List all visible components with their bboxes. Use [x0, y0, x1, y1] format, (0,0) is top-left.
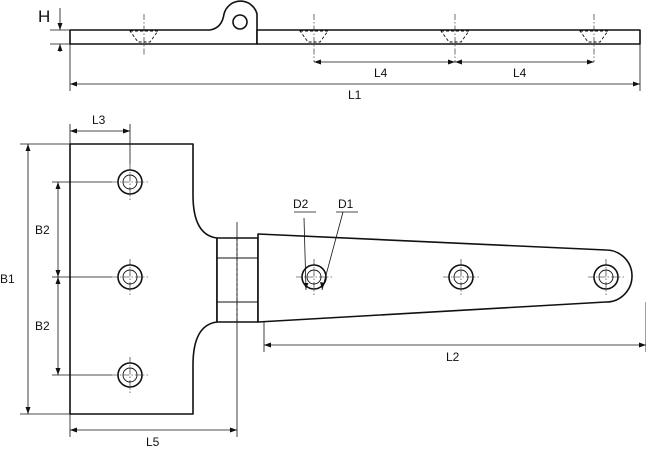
plan-view-hole-s3: [588, 259, 624, 295]
dimension-b2: [52, 181, 112, 376]
dimension-d1-d2: [294, 211, 358, 291]
dimension-label-l3: L3: [92, 113, 106, 127]
dimension-label-l4-right: L4: [513, 66, 527, 80]
side-view-left-plate: [69, 0, 258, 45]
plan-view-hole-t3: [112, 357, 148, 393]
side-view-countersink-2: [299, 14, 329, 62]
side-view-countersink-1: [129, 14, 159, 55]
dimension-l3: [69, 124, 131, 164]
dimension-label-l1: L1: [348, 88, 362, 102]
plan-view-hole-t1: [112, 164, 148, 200]
dimension-label-l5: L5: [146, 435, 160, 449]
plan-view: D2 D1 L3 B1: [0, 113, 646, 449]
dimension-label-h: H: [38, 7, 50, 26]
side-view: H L4 L4 L1: [38, 0, 641, 102]
side-view-countersink-4: [579, 14, 609, 62]
dimension-l5: [69, 222, 238, 437]
side-view-countersink-3: [440, 14, 470, 62]
plan-view-strap: [257, 233, 633, 323]
dimension-l2: [263, 302, 646, 352]
dimension-label-d2: D2: [293, 197, 309, 211]
dimension-label-b1: B1: [0, 272, 15, 286]
dimension-label-d1: D1: [338, 197, 354, 211]
plan-view-hole-t2: [112, 259, 148, 295]
plan-view-t-plate: [69, 143, 218, 415]
side-view-pin: [232, 14, 248, 30]
dimension-h: [50, 8, 70, 52]
dimension-label-b2-lower: B2: [35, 319, 50, 333]
dimension-label-b2-upper: B2: [35, 223, 50, 237]
dimension-l1: [69, 44, 641, 91]
plan-view-knuckle: [216, 237, 259, 323]
dimension-l4: [314, 59, 594, 65]
dimension-b1: [20, 143, 70, 415]
dimension-label-l4-left: L4: [374, 66, 388, 80]
dimension-label-l2: L2: [446, 350, 460, 364]
plan-view-hole-s2: [443, 259, 479, 295]
